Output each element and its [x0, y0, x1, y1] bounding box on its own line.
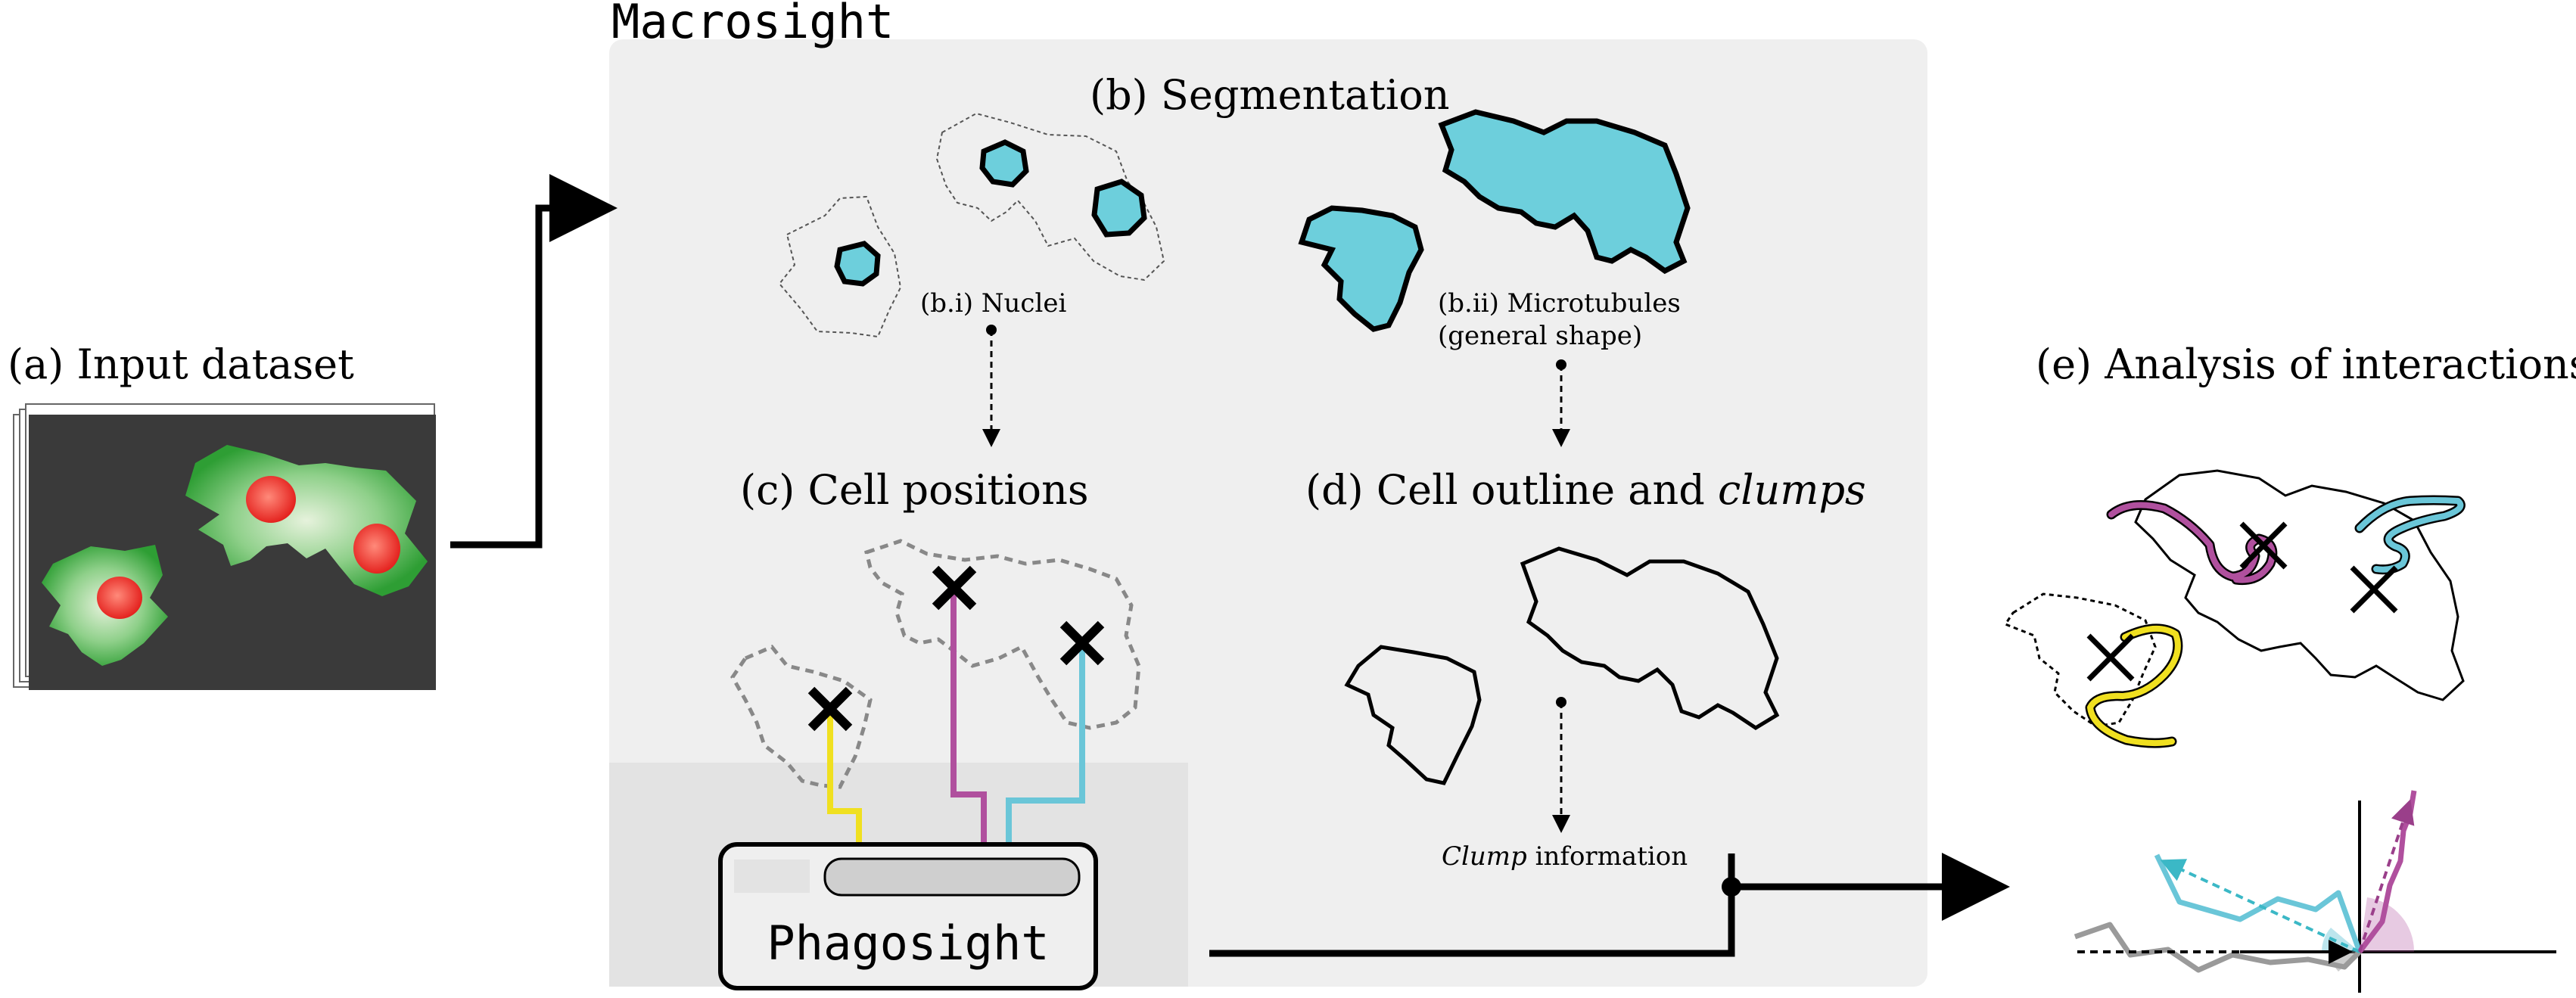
- cross-marker-2: [932, 565, 977, 611]
- macrosight-panel: [609, 39, 1927, 987]
- track-yellow: [827, 715, 862, 859]
- vector-magenta: [2358, 799, 2415, 953]
- analysis-cells-drawing: [2003, 469, 2466, 748]
- outline-right: [1520, 546, 1780, 730]
- dashed-cell-outline-1: [730, 644, 873, 789]
- track-magenta: [950, 594, 987, 859]
- outline-left: [1344, 645, 1482, 785]
- phagosight-input-slot: [823, 857, 1081, 897]
- trajectory-gray: [2074, 922, 2362, 973]
- microtubule-shape-left: [1298, 205, 1424, 332]
- analysis-cross-3: [2350, 565, 2398, 614]
- macrosight-title: Macrosight: [611, 0, 894, 49]
- analysis-cell-outline: [2134, 469, 2465, 701]
- microtubules-segmentation: [1298, 109, 1691, 332]
- nucleus-cyan-3: [1091, 179, 1147, 238]
- clump-rest: information: [1527, 841, 1688, 872]
- trajectory-plot: [2074, 790, 2556, 993]
- analysis-cross-1: [2086, 633, 2135, 682]
- clump-italic: Clump: [1442, 841, 1527, 872]
- microtubules-label-line1: (b.ii) Microtubules: [1438, 288, 1681, 319]
- phagosight-tab: [734, 860, 810, 893]
- track-cyan: [1006, 647, 1085, 859]
- vector-cyan: [2160, 859, 2360, 953]
- input-dataset-label: (a) Input dataset: [8, 340, 354, 388]
- input-image-stack: [13, 403, 436, 690]
- nucleus-cyan-1: [834, 241, 881, 287]
- trajectory-cyan: [2154, 853, 2363, 953]
- clump-information-label: Clump information: [1442, 841, 1688, 872]
- cross-marker-1: [807, 686, 853, 732]
- analysis-label: (e) Analysis of interactions: [2036, 340, 2576, 388]
- analysis-track-cyan: [2354, 495, 2466, 575]
- cell-positions-label: (c) Cell positions: [740, 466, 1089, 514]
- arrow-input-to-macrosight: [450, 174, 618, 549]
- cell-positions-drawing: [730, 539, 1141, 859]
- nuclei-label: (b.i) Nuclei: [920, 288, 1066, 319]
- dotted-cell-outline-b: [935, 112, 1165, 281]
- nucleus-red-3: [353, 524, 400, 574]
- analysis-dashed-cell: [2003, 592, 2157, 728]
- analysis-cross-2: [2239, 521, 2288, 570]
- output-connector: [1209, 887, 1735, 957]
- cell-outline-label-italic: clumps: [1718, 466, 1866, 514]
- cell-outline-label-prefix: (d) Cell outline and: [1305, 466, 1718, 514]
- segmentation-label: (b) Segmentation: [1090, 71, 1449, 119]
- dashed-cell-outline-2: [864, 539, 1141, 730]
- phagosight-label: Phagosight: [767, 916, 1049, 971]
- microtubule-shape-right: [1438, 109, 1691, 275]
- microtubules-label-line2: (general shape): [1438, 321, 1642, 351]
- dotted-cell-outline-a: [778, 195, 902, 338]
- nuclei-segmentation: [778, 112, 1165, 338]
- nucleus-red-2: [246, 476, 296, 523]
- nucleus-red-1: [97, 577, 142, 619]
- nucleus-cyan-2: [979, 139, 1029, 188]
- cross-marker-3: [1059, 620, 1105, 666]
- cell-outlines-drawing: [1344, 546, 1780, 785]
- cell-outline-clumps-label: (d) Cell outline and clumps: [1305, 466, 1866, 514]
